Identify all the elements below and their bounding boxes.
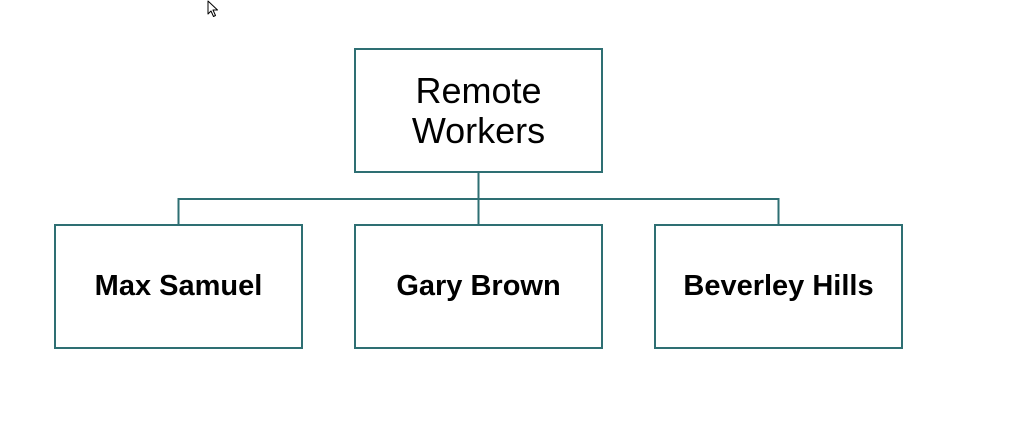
org-node-root[interactable]: Remote Workers [354,48,603,173]
org-node-label: Gary Brown [396,270,561,302]
org-node-gary-brown[interactable]: Gary Brown [354,224,603,349]
org-node-max-samuel[interactable]: Max Samuel [54,224,303,349]
org-node-root-label: Remote Workers [411,69,546,151]
org-node-label: Beverley Hills [683,270,874,302]
mouse-pointer-icon [207,0,218,17]
org-node-label: Max Samuel [94,270,263,302]
org-node-beverley-hills[interactable]: Beverley Hills [654,224,903,349]
